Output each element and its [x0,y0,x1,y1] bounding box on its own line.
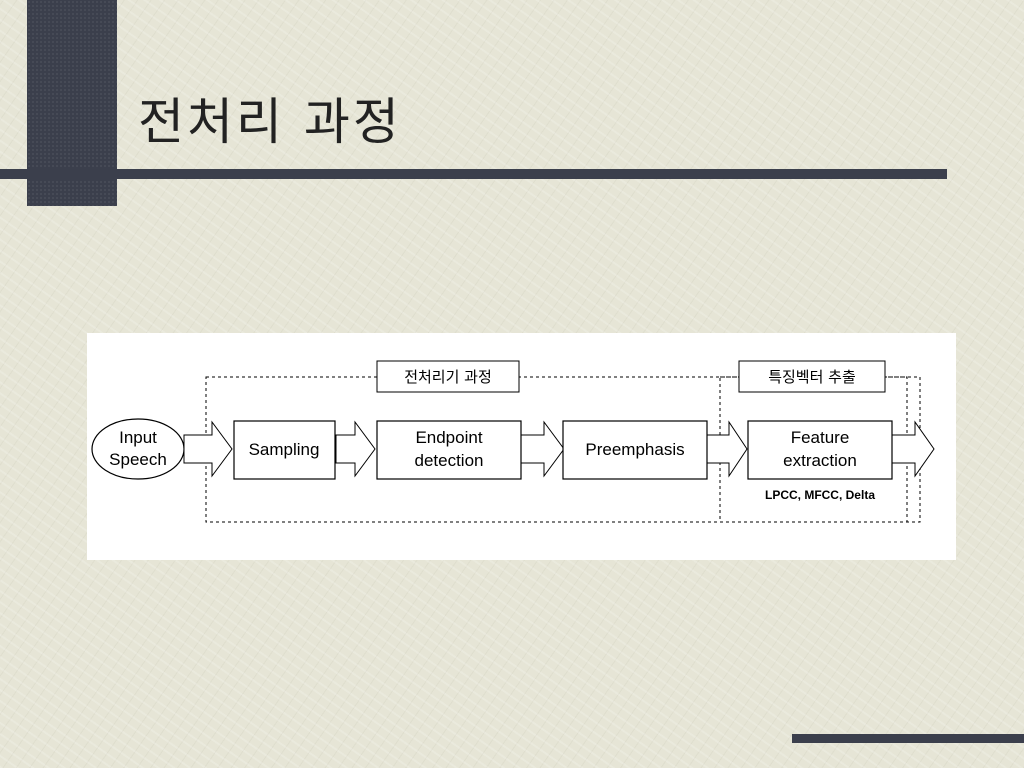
flow-arrow [520,420,565,478]
flow-arrow [183,420,233,478]
preemphasis-label: Preemphasis [585,440,684,459]
flow-arrow [335,420,376,478]
input-speech-label-line1: Input [119,428,157,447]
flow-arrow [706,420,748,478]
flow-arrow [891,420,935,478]
slide-title: 전처리 과정 [138,93,402,151]
feature-methods-caption: LPCC, MFCC, Delta [765,488,875,502]
feature-group-label: 특징벡터 추출 [768,368,856,386]
title-rule [0,169,947,179]
feature-extraction-label-line2: extraction [783,451,857,470]
feature-extraction-label-line1: Feature [791,428,850,447]
feature-extraction-box [747,420,893,480]
diagram-panel: 전처리기 과정 특징벡터 추출 Input Speech Sampling En… [87,333,956,560]
sampling-label: Sampling [249,440,320,459]
footer-rule [792,734,1024,743]
preemphasis-box [562,420,708,480]
preprocessing-group-label-box [376,360,520,393]
sampling-box [233,420,336,480]
endpoint-detection-box [376,420,522,480]
endpoint-detection-label-line2: detection [415,451,484,470]
endpoint-detection-label-line1: Endpoint [415,428,482,447]
input-speech-label-line2: Speech [109,450,167,469]
pipeline-diagram: 전처리기 과정 특징벡터 추출 Input Speech Sampling En… [91,360,935,523]
preprocessing-group-label: 전처리기 과정 [404,368,492,386]
feature-group-label-box [738,360,886,393]
